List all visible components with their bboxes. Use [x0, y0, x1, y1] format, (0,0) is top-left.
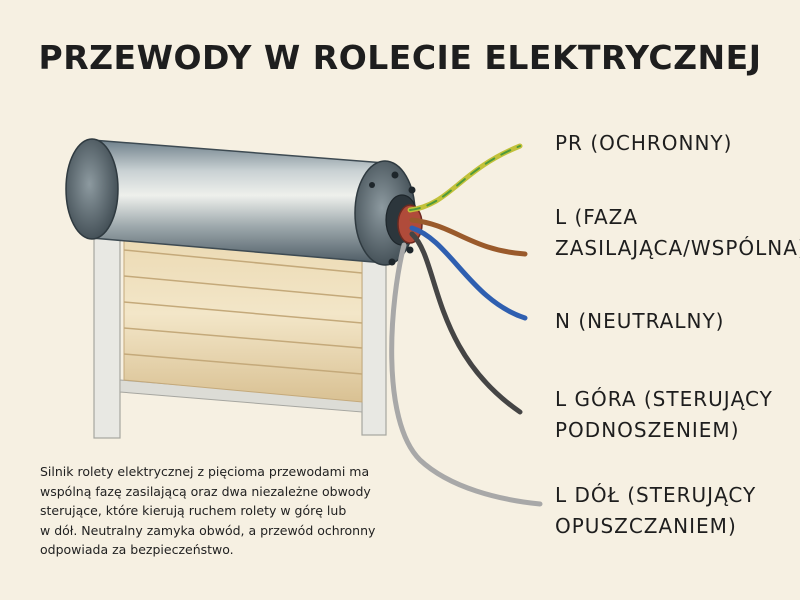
wire-up-control — [409, 231, 523, 415]
label-protective: PR (OCHRONNY) — [555, 131, 733, 155]
label-down-control: L DÓŁ (STERUJĄCY OPUSZCZANIEM) — [555, 483, 757, 538]
shutter-slats — [123, 225, 363, 403]
wire-down-control — [389, 242, 543, 507]
wire-protective — [407, 143, 523, 213]
label-up-control: L GÓRA (STERUJĄCY PODNOSZENIEM) — [555, 387, 773, 442]
wires — [389, 143, 543, 507]
wire-protective-stripe — [409, 145, 521, 211]
label-neutral: N (NEUTRALNY) — [555, 309, 725, 333]
wire-phase — [409, 217, 528, 257]
label-phase: L (FAZA ZASILAJĄCA/WSPÓLNA) — [555, 205, 800, 260]
page-title: PRZEWODY W ROLECIE ELEKTRYCZNEJ — [38, 38, 762, 77]
motor-tube — [65, 138, 423, 266]
caption-text: Silnik rolety elektrycznej z pięcioma pr… — [40, 464, 376, 557]
wire-neutral — [409, 225, 528, 321]
